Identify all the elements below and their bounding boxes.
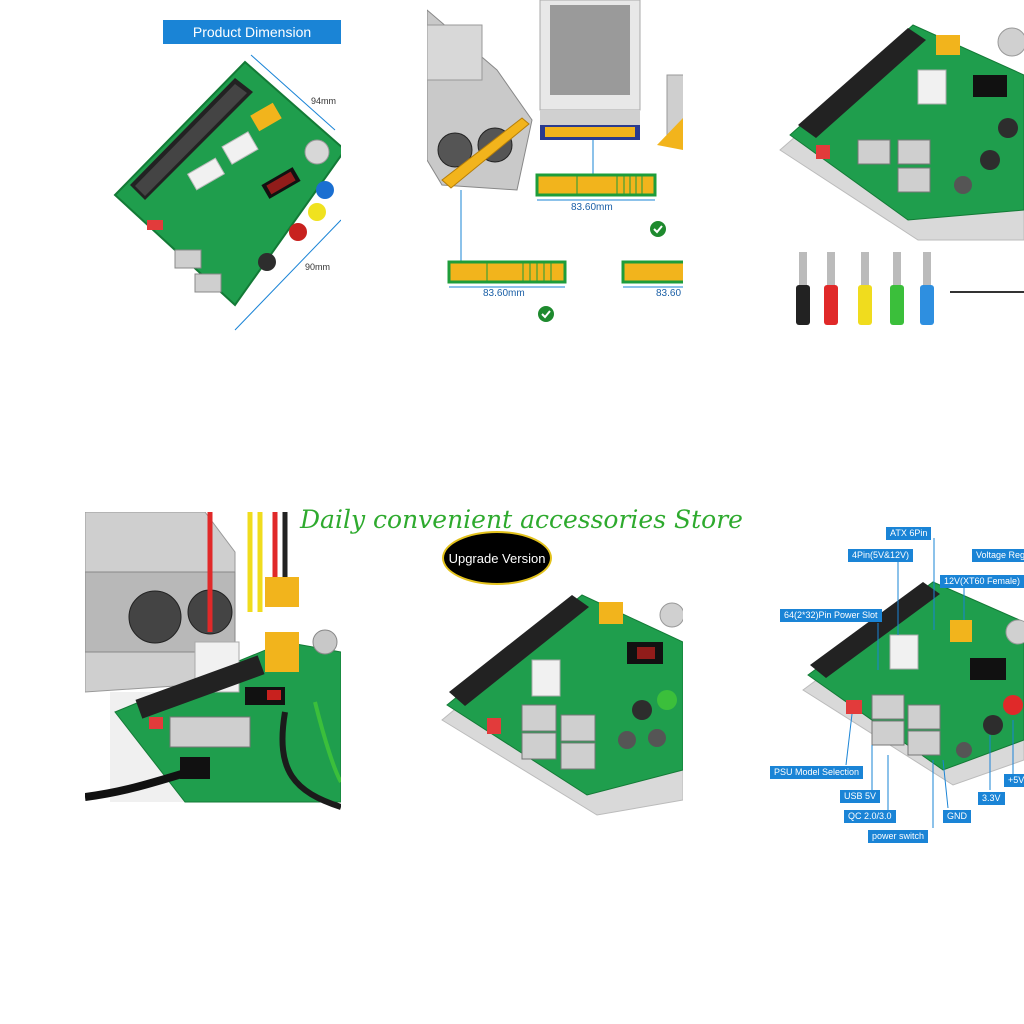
psu-connector-compatibility-image: 83.60mm 83.60mm 83.60	[427, 0, 683, 340]
board-connected-to-psu-image	[85, 512, 341, 812]
callout-3-3v: 3.3V	[978, 792, 1005, 805]
board-angled-view	[441, 594, 683, 816]
banana-plug-red	[824, 252, 838, 325]
banana-plug-green	[890, 252, 904, 325]
upgrade-version-board-image	[427, 590, 683, 820]
upgrade-version-badge: Upgrade Version	[442, 531, 552, 585]
board-with-acrylic-base	[779, 24, 1024, 325]
banana-plug-blue	[920, 252, 934, 325]
connector-length-center: 83.60mm	[571, 202, 613, 213]
dimension-height-label: 90mm	[305, 262, 331, 272]
callout-voltage-regulator: Voltage Regu	[972, 549, 1024, 562]
connector-length-left: 83.60mm	[483, 288, 525, 299]
connector-length-right: 83.60	[656, 288, 682, 299]
product-dimension-image: Product Dimension 94mm 90mm	[85, 0, 341, 340]
pcb-board-top-view	[113, 54, 341, 331]
board-and-banana-plugs-image	[768, 0, 1024, 340]
callout-atx-6pin: ATX 6Pin	[886, 527, 932, 540]
callout-power-switch: power switch	[868, 830, 929, 843]
labeled-board-photo	[802, 538, 1024, 828]
callout-4pin: 4Pin(5V&12V)	[848, 549, 914, 562]
store-name-banner: Daily convenient accessories Store	[300, 505, 743, 534]
callout-usb-5v: USB 5V	[840, 790, 881, 803]
callout-psu-model-selection: PSU Model Selection	[770, 766, 864, 779]
dimension-width-label: 94mm	[311, 96, 337, 106]
banana-plug-yellow	[858, 252, 872, 325]
callout-gnd: GND	[943, 810, 971, 823]
callout-power-slot: 64(2*32)Pin Power Slot	[780, 609, 882, 622]
psu-with-board-photo	[85, 512, 341, 810]
psu-connector-diagram	[427, 0, 683, 322]
banana-plug-black	[796, 252, 810, 325]
callout-qc: QC 2.0/3.0	[844, 810, 896, 823]
callout-xt60: 12V(XT60 Female)	[940, 575, 1024, 588]
labeled-board-diagram-image: ATX 6Pin 4Pin(5V&12V) Voltage Regu 12V(X…	[768, 520, 1024, 850]
callout-5v: +5V	[1004, 774, 1024, 787]
product-dimension-header: Product Dimension	[163, 20, 341, 44]
